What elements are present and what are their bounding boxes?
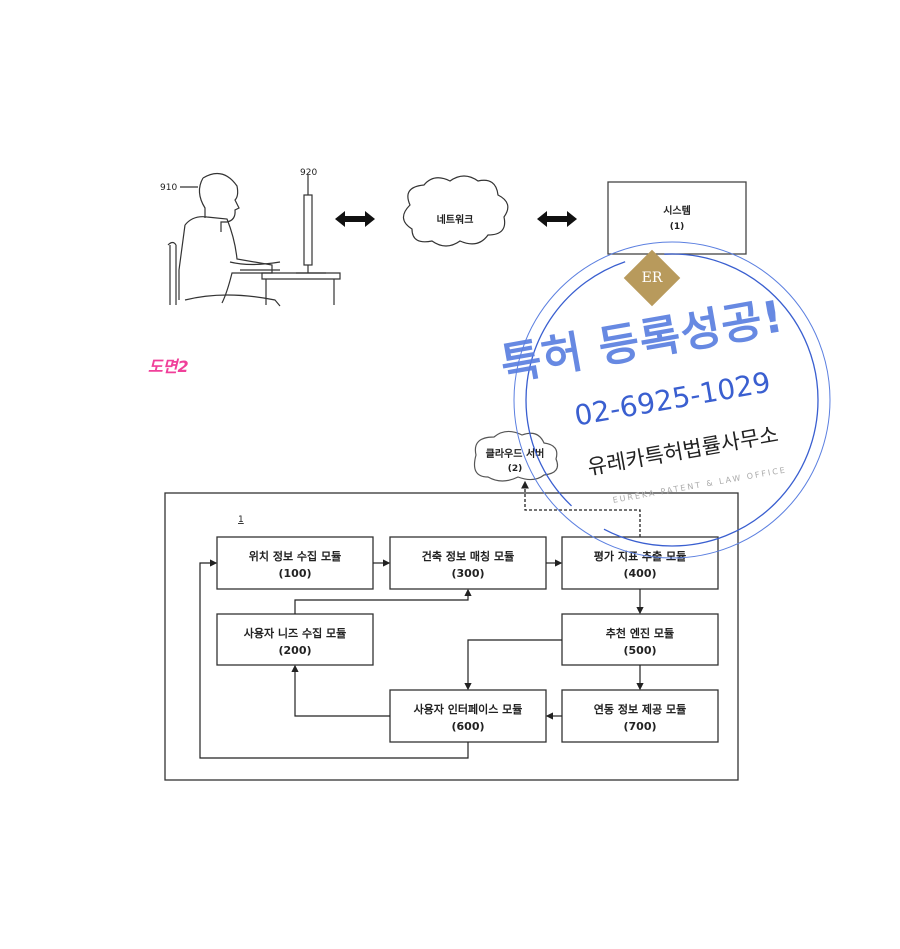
module-600-ref: (600): [451, 720, 484, 733]
bidirectional-arrow-icon: [537, 211, 577, 227]
module-700-name: 연동 정보 제공 모듈: [594, 702, 686, 716]
module-700-ref: (700): [623, 720, 656, 733]
system-box: [608, 182, 746, 254]
module-400-ref: (400): [623, 567, 656, 580]
module-box-300: [390, 537, 546, 589]
module-500-ref: (500): [623, 644, 656, 657]
module-100-ref: (100): [278, 567, 311, 580]
module-box-600: [390, 690, 546, 742]
module-500-name: 추천 엔진 모듈: [606, 626, 674, 640]
cloud-server-label: 클라우드 서버: [486, 447, 545, 460]
module-400-name: 평가 지표 추출 모듈: [594, 549, 686, 563]
network-cloud-icon: [403, 176, 507, 246]
module-600-name: 사용자 인터페이스 모듈: [414, 702, 523, 716]
module-300-ref: (300): [451, 567, 484, 580]
cloud-link-dashed: [525, 482, 640, 537]
network-label: 네트워크: [437, 213, 474, 226]
system-label: 시스템: [663, 205, 691, 217]
module-200-name: 사용자 니즈 수집 모듈: [244, 626, 347, 640]
module-box-100: [217, 537, 373, 589]
module-300-name: 건축 정보 매칭 모듈: [422, 549, 514, 563]
user-at-computer-illustration: [168, 174, 340, 307]
bidirectional-arrow-icon: [335, 211, 375, 227]
module-200-ref: (200): [278, 644, 311, 657]
module-box-700: [562, 690, 718, 742]
cloud-server-ref: (2): [508, 464, 523, 474]
user-ref-label: 910: [160, 183, 177, 193]
module-100-name: 위치 정보 수집 모듈: [249, 549, 341, 563]
system-ref: (1): [670, 222, 685, 232]
figure-title: 도면2: [148, 353, 189, 377]
terminal-ref-label: 920: [300, 168, 317, 178]
system-ref-label: 1: [238, 515, 244, 525]
module-box-400: [562, 537, 718, 589]
